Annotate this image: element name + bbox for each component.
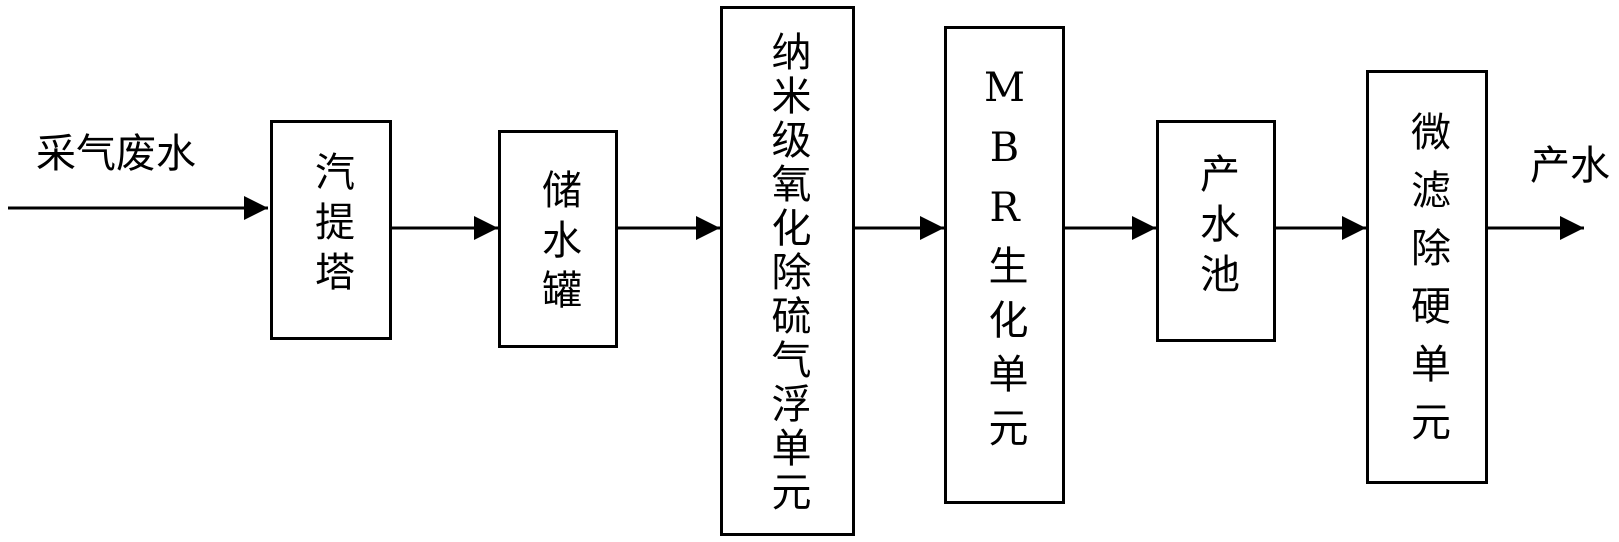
arrowhead-input [244, 196, 268, 220]
unit-box-product-water-tank: 产水池 [1156, 120, 1276, 342]
unit-box-storage-tank: 储水罐 [498, 130, 618, 348]
input-label: 采气废水 [36, 131, 196, 177]
arrowhead-5 [1342, 216, 1366, 240]
arrowhead-4 [1132, 216, 1156, 240]
unit-label-product-water-tank: 产水池 [1193, 153, 1239, 303]
unit-label-nano-oxidation-unit: 纳米级氧化除硫气浮单元 [764, 31, 811, 515]
unit-box-nano-oxidation-unit: 纳米级氧化除硫气浮单元 [720, 6, 855, 536]
unit-label-mbr: MBR生化单元 [981, 65, 1028, 461]
unit-label-microfiltration-unit: 微滤除硬单元 [1404, 111, 1450, 459]
arrowhead-1 [474, 216, 498, 240]
unit-box-stripper: 汽提塔 [270, 120, 392, 340]
unit-box-mbr: MBR生化单元 [944, 26, 1065, 504]
unit-box-microfiltration-unit: 微滤除硬单元 [1366, 70, 1488, 484]
arrowhead-3 [920, 216, 944, 240]
arrowhead-output [1560, 216, 1584, 240]
unit-label-stripper: 汽提塔 [308, 151, 354, 301]
output-label: 产水 [1530, 143, 1610, 189]
arrowhead-2 [696, 216, 720, 240]
unit-label-storage-tank: 储水罐 [535, 169, 581, 319]
